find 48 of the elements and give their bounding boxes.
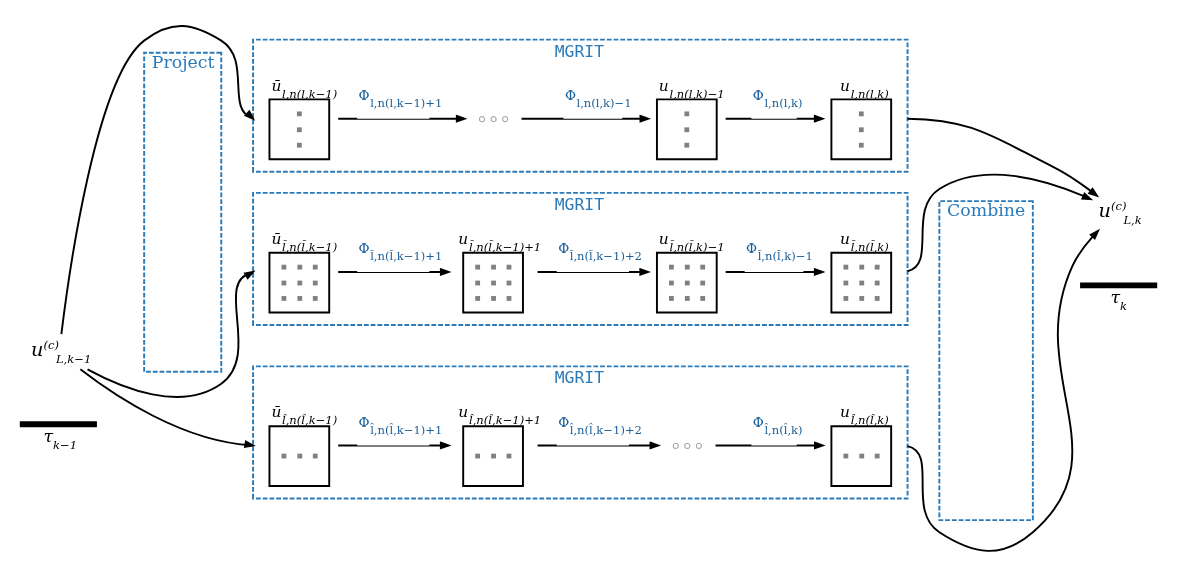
node-box xyxy=(268,425,331,487)
node-box: Combine xyxy=(938,200,1034,522)
node-box xyxy=(268,98,331,161)
arrow xyxy=(520,114,652,123)
edge-label: Φ$_{l̂,n(l̂,k−1)+2}$ xyxy=(558,413,642,437)
arrow xyxy=(906,228,1100,552)
node-box xyxy=(462,425,524,487)
edge-label: Φ$_{l,n(l,k)}$ xyxy=(752,87,803,111)
node-label: u$_{l̂,n(l̂,k)}$ xyxy=(840,403,889,428)
edge-label: Φ$_{l̂,n(l̂,k)}$ xyxy=(752,413,803,437)
node-label: u$_{l̂,n(l̂,k−1)+1}$ xyxy=(458,403,542,428)
arrow xyxy=(60,25,256,336)
node-box xyxy=(830,98,893,161)
node-box: Project xyxy=(143,51,223,373)
arrow xyxy=(79,368,256,448)
edge-label: Φ$_{l̃,n(l̃,k−1)+2}$ xyxy=(558,240,642,264)
node-label: u$_{l̃,n(l̃,k−1)+1}$ xyxy=(458,229,542,254)
node-box xyxy=(830,251,893,314)
label: τ$_{k−1}$ xyxy=(43,425,78,452)
node-box xyxy=(268,251,331,314)
node-label: ū$_{l,n(l,k−1)}$ xyxy=(271,76,338,101)
label: τ$_{k}$ xyxy=(1110,287,1128,314)
node-box xyxy=(655,251,718,314)
edge-label: Φ$_{l,n(l,k−1)+1}$ xyxy=(358,87,443,111)
node-label: u$_{l̃,n(l̃,k)}$ xyxy=(840,229,889,254)
arrow xyxy=(714,441,826,450)
arrow xyxy=(86,270,256,398)
arrow xyxy=(337,441,452,450)
arrow xyxy=(724,267,826,276)
arrow xyxy=(337,114,468,123)
arrow xyxy=(724,114,826,123)
edge-label: Φ$_{l,n(l,k)−1}$ xyxy=(564,87,632,111)
arrow xyxy=(337,267,452,276)
edge-label: Φ$_{l̃,n(l̃,k−1)+1}$ xyxy=(358,240,443,264)
node-box xyxy=(462,251,524,314)
edge-label: Φ$_{l̂,n(l̂,k−1)+1}$ xyxy=(358,413,443,437)
node-label: ū$_{l̃,n(l̃,k−1)}$ xyxy=(271,229,338,254)
node-box xyxy=(830,425,893,487)
arrow xyxy=(906,173,1094,273)
node-box xyxy=(655,98,718,161)
node-label: u$_{l,n(l,k)−1}$ xyxy=(658,76,725,101)
arrow xyxy=(536,441,662,450)
node-label: ū$_{l̂,n(l̂,k−1)}$ xyxy=(271,403,338,428)
arrow xyxy=(536,267,651,276)
arrow xyxy=(906,117,1100,198)
edge-label: Φ$_{l̃,n(l̃,k)−1}$ xyxy=(746,240,813,264)
node-label: u$_{l̃,n(l̃,k)−1}$ xyxy=(658,229,725,254)
node-label: u$_{l,n(l,k)}$ xyxy=(840,76,889,101)
